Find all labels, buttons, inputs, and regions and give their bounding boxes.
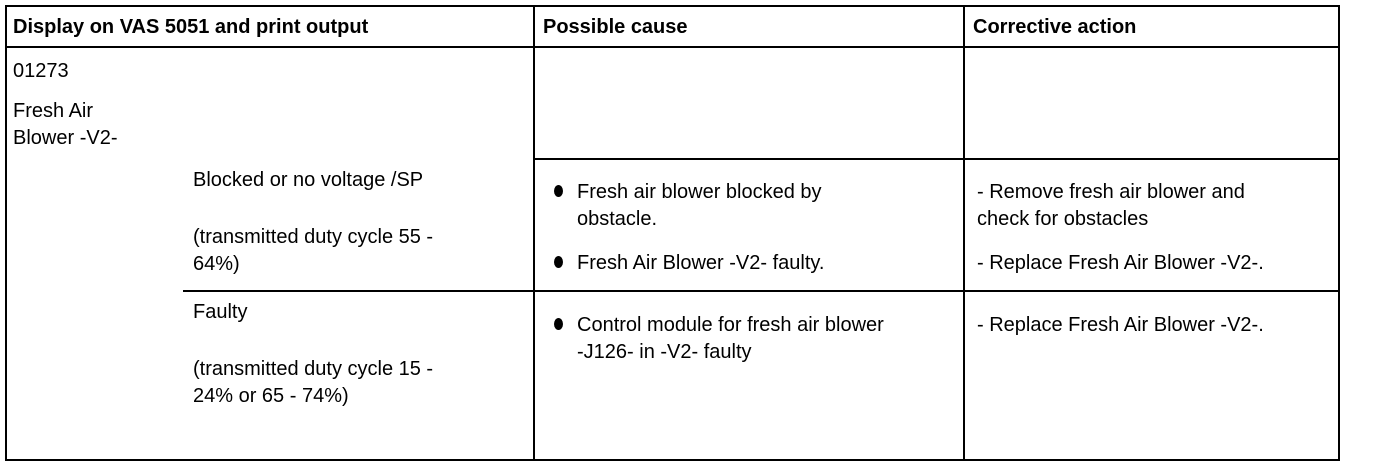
row1-action2-line1: - Replace Fresh Air Blower -V2-.: [977, 252, 1264, 274]
col2-divider: [533, 5, 535, 461]
header-display-output: Display on VAS 5051 and print output: [13, 16, 369, 38]
row2-top-border: [183, 290, 1340, 292]
row1-condition: Blocked or no voltage /SP: [193, 169, 424, 191]
row2-cause1-line2: -J126- in -V2- faulty: [577, 341, 752, 363]
table-top-border: [5, 5, 1340, 7]
row1-cause2-bullet-icon: [554, 256, 563, 268]
row1-action1-line1: - Remove fresh air blower and: [977, 181, 1245, 203]
row1-top-border: [535, 158, 1340, 160]
row1-action1-line2: check for obstacles: [977, 208, 1149, 230]
header-corrective-action: Corrective action: [973, 16, 1137, 38]
table-left-border: [5, 5, 7, 461]
row1-detail-line2: 64%): [193, 253, 240, 275]
row2-detail-line2: 24% or 65 - 74%): [193, 385, 349, 407]
row2-condition: Faulty: [193, 301, 248, 323]
header-possible-cause: Possible cause: [543, 16, 688, 38]
table-bottom-border: [5, 459, 1340, 461]
header-bottom-border: [5, 46, 1340, 48]
fault-code: 01273: [13, 60, 69, 82]
row2-cause1-line1: Control module for fresh air blower: [577, 314, 884, 336]
col3-divider: [963, 5, 965, 461]
row1-cause1-line1: Fresh air blower blocked by: [577, 181, 822, 203]
row1-cause2-line1: Fresh Air Blower -V2- faulty.: [577, 252, 825, 274]
row1-cause1-bullet-icon: [554, 185, 563, 197]
row2-action1-line1: - Replace Fresh Air Blower -V2-.: [977, 314, 1264, 336]
table-right-border: [1338, 5, 1340, 461]
row1-cause1-line2: obstacle.: [577, 208, 658, 230]
component-name-line2: Blower -V2-: [13, 127, 118, 149]
row1-detail-line1: (transmitted duty cycle 55 -: [193, 226, 434, 248]
row2-cause1-bullet-icon: [554, 318, 563, 330]
component-name-line1: Fresh Air: [13, 100, 94, 122]
row2-detail-line1: (transmitted duty cycle 15 -: [193, 358, 434, 380]
